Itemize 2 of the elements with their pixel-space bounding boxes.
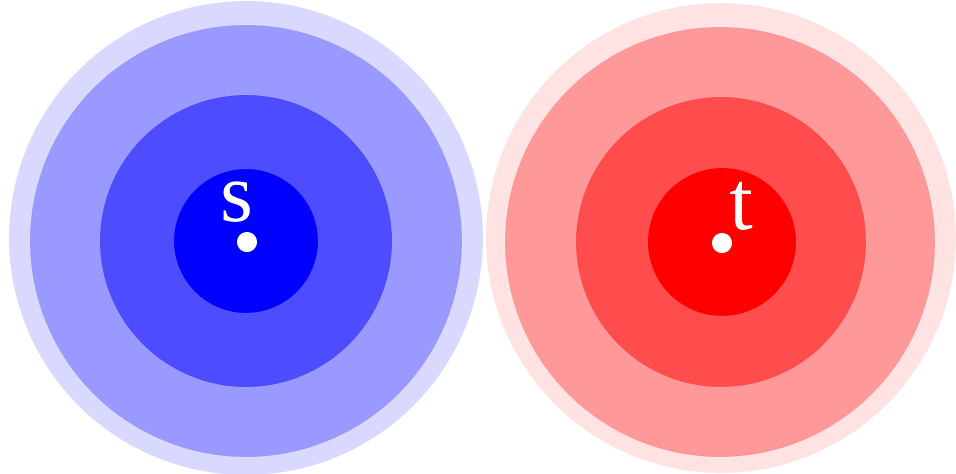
point-label: t (729, 172, 753, 232)
point-label: s (220, 164, 253, 224)
